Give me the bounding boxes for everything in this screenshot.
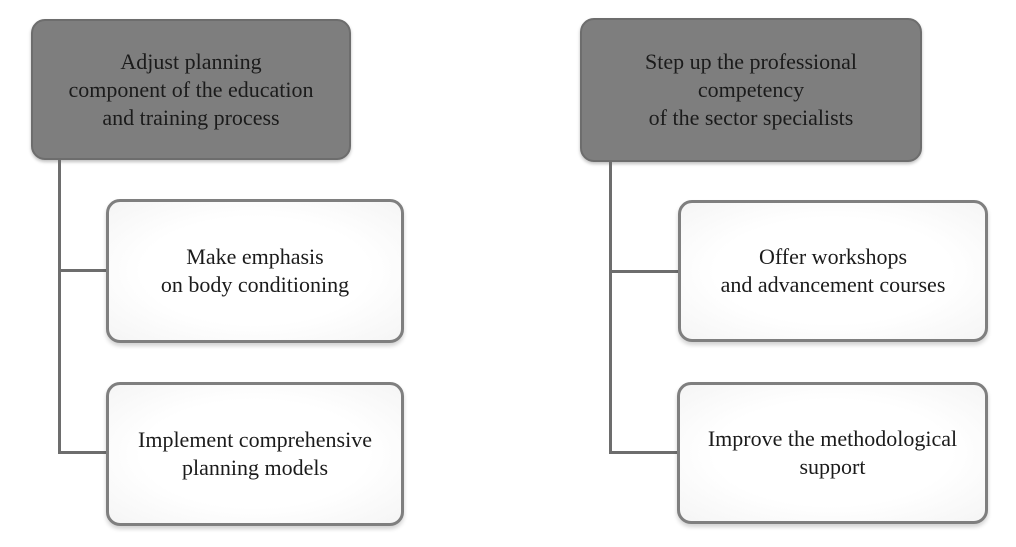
connector-left-branch-2 <box>58 451 109 454</box>
parent-node-right-label: Step up the professional competency of t… <box>644 49 858 130</box>
child-node-left-2-label: Implement comprehensive planning models <box>138 427 372 480</box>
child-node-left-2: Implement comprehensive planning models <box>106 382 404 526</box>
connector-right-branch-1 <box>609 270 680 273</box>
parent-node-left-label: Adjust planning component of the educati… <box>68 48 314 130</box>
child-node-right-2: Improve the methodological support <box>677 382 988 524</box>
connector-right-branch-2 <box>609 451 679 454</box>
connector-left-branch-1 <box>58 269 108 272</box>
parent-node-left: Adjust planning component of the educati… <box>31 19 351 160</box>
child-node-left-1: Make emphasis on body conditioning <box>106 199 404 343</box>
connector-left-vertical <box>58 159 61 454</box>
parent-node-right: Step up the professional competency of t… <box>580 18 922 162</box>
child-node-left-1-label: Make emphasis on body conditioning <box>160 244 350 297</box>
child-node-right-1: Offer workshops and advancement courses <box>678 200 988 342</box>
child-node-right-2-label: Improve the methodological support <box>707 426 958 479</box>
connector-right-vertical <box>609 161 612 454</box>
child-node-right-1-label: Offer workshops and advancement courses <box>720 244 946 297</box>
